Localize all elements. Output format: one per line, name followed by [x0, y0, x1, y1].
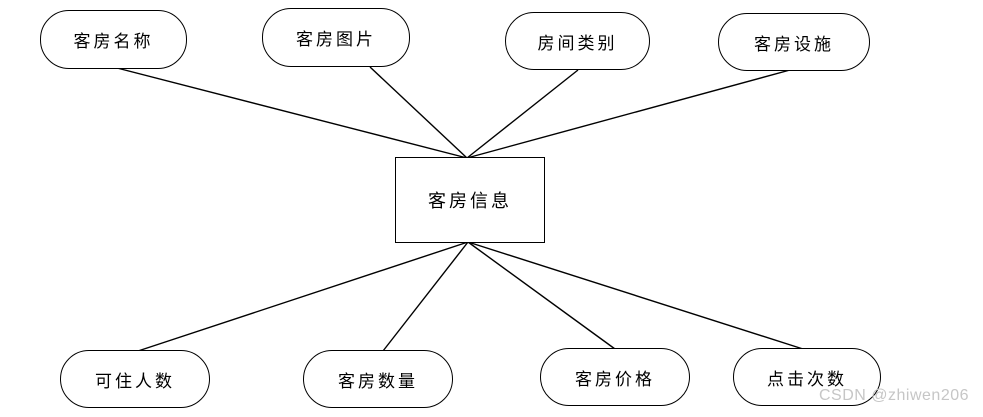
- attribute-room-type: 房间类别: [505, 12, 650, 70]
- csdn-watermark: CSDN @zhiwen206: [819, 387, 970, 404]
- edge-click-count: [467, 241, 804, 350]
- attribute-room-name: 客房名称: [40, 10, 187, 69]
- edge-room-price: [467, 241, 616, 350]
- entity-room-info-label: 客房信息: [428, 191, 512, 211]
- edge-room-name: [116, 67, 468, 159]
- edge-occupancy: [137, 241, 469, 352]
- attribute-room-image-label: 客房图片: [296, 30, 376, 49]
- attribute-room-facilities-label: 客房设施: [754, 34, 834, 54]
- edge-room-image: [369, 66, 468, 159]
- entity-room-info: 客房信息: [395, 157, 545, 243]
- attribute-room-name-label: 客房名称: [73, 32, 154, 51]
- attribute-room-count-label: 客房数量: [338, 371, 418, 391]
- attribute-click-count-label: 点击次数: [767, 369, 847, 389]
- attribute-room-image: 客房图片: [262, 8, 410, 67]
- attribute-room-price: 客房价格: [540, 348, 690, 406]
- attribute-room-type-label: 房间类别: [537, 33, 618, 53]
- attribute-occupancy: 可住人数: [60, 350, 210, 408]
- attribute-room-facilities: 客房设施: [718, 13, 870, 71]
- attribute-room-count: 客房数量: [303, 350, 453, 408]
- edge-room-count: [382, 241, 469, 352]
- attribute-room-price-label: 客房价格: [575, 369, 655, 389]
- edge-room-type: [466, 69, 579, 159]
- edge-room-facilities: [466, 69, 791, 159]
- attribute-occupancy-label: 可住人数: [95, 371, 175, 391]
- attribute-click-count: 点击次数: [733, 348, 881, 406]
